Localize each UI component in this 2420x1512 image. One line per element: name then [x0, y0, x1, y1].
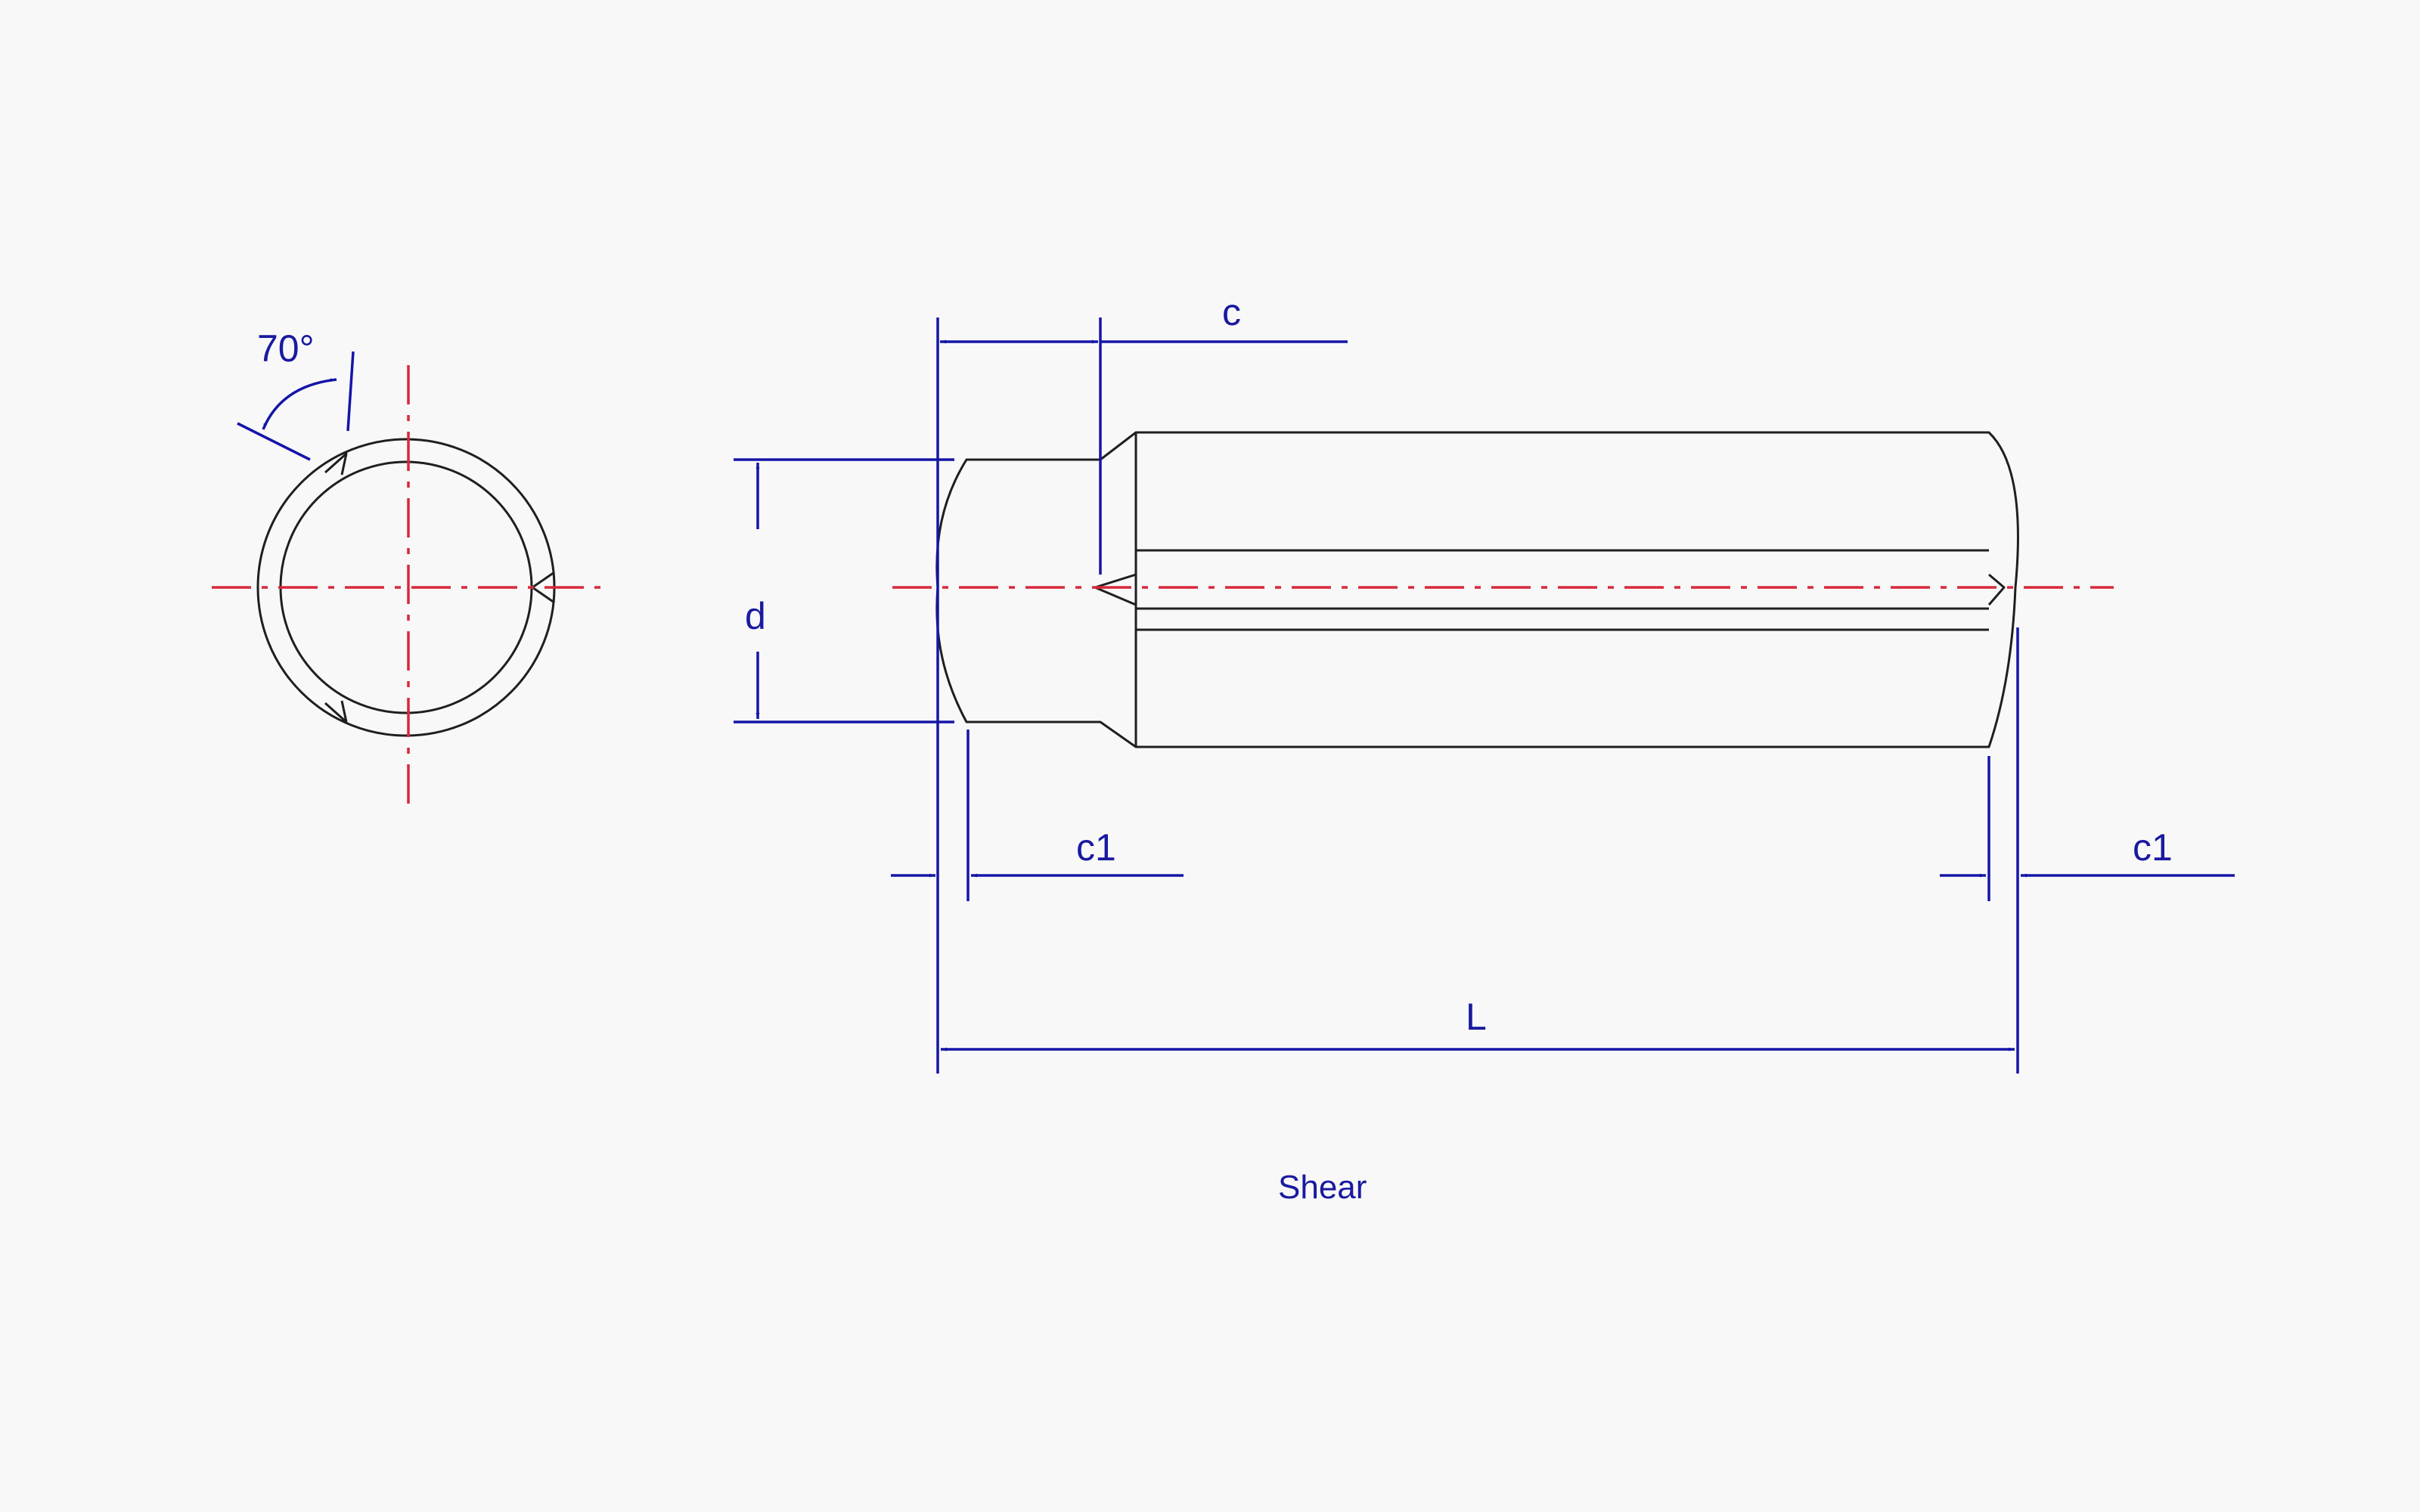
angle-ext-line-2	[346, 351, 355, 432]
side-view	[892, 431, 2114, 748]
end-view-slot-top	[324, 452, 348, 476]
slot-taper-left	[1094, 573, 1137, 606]
end-view: 70°	[212, 327, 601, 810]
dimensions: c d c1 c1 L	[734, 291, 2235, 1074]
angle-arc	[262, 378, 337, 430]
caption: Shear	[1278, 1169, 1367, 1206]
dim-L-label: L	[1466, 996, 1487, 1038]
dim-d-label: d	[745, 595, 766, 637]
dim-c1-left-label: c1	[1076, 826, 1116, 869]
angle-ext-line-1	[237, 422, 311, 461]
dim-c1-right-label: c1	[2133, 826, 2173, 869]
end-view-slot-bottom	[324, 700, 348, 723]
dim-c-label: c	[1222, 291, 1241, 333]
slot-taper-right	[1987, 573, 2006, 606]
angle-label: 70°	[257, 327, 315, 370]
